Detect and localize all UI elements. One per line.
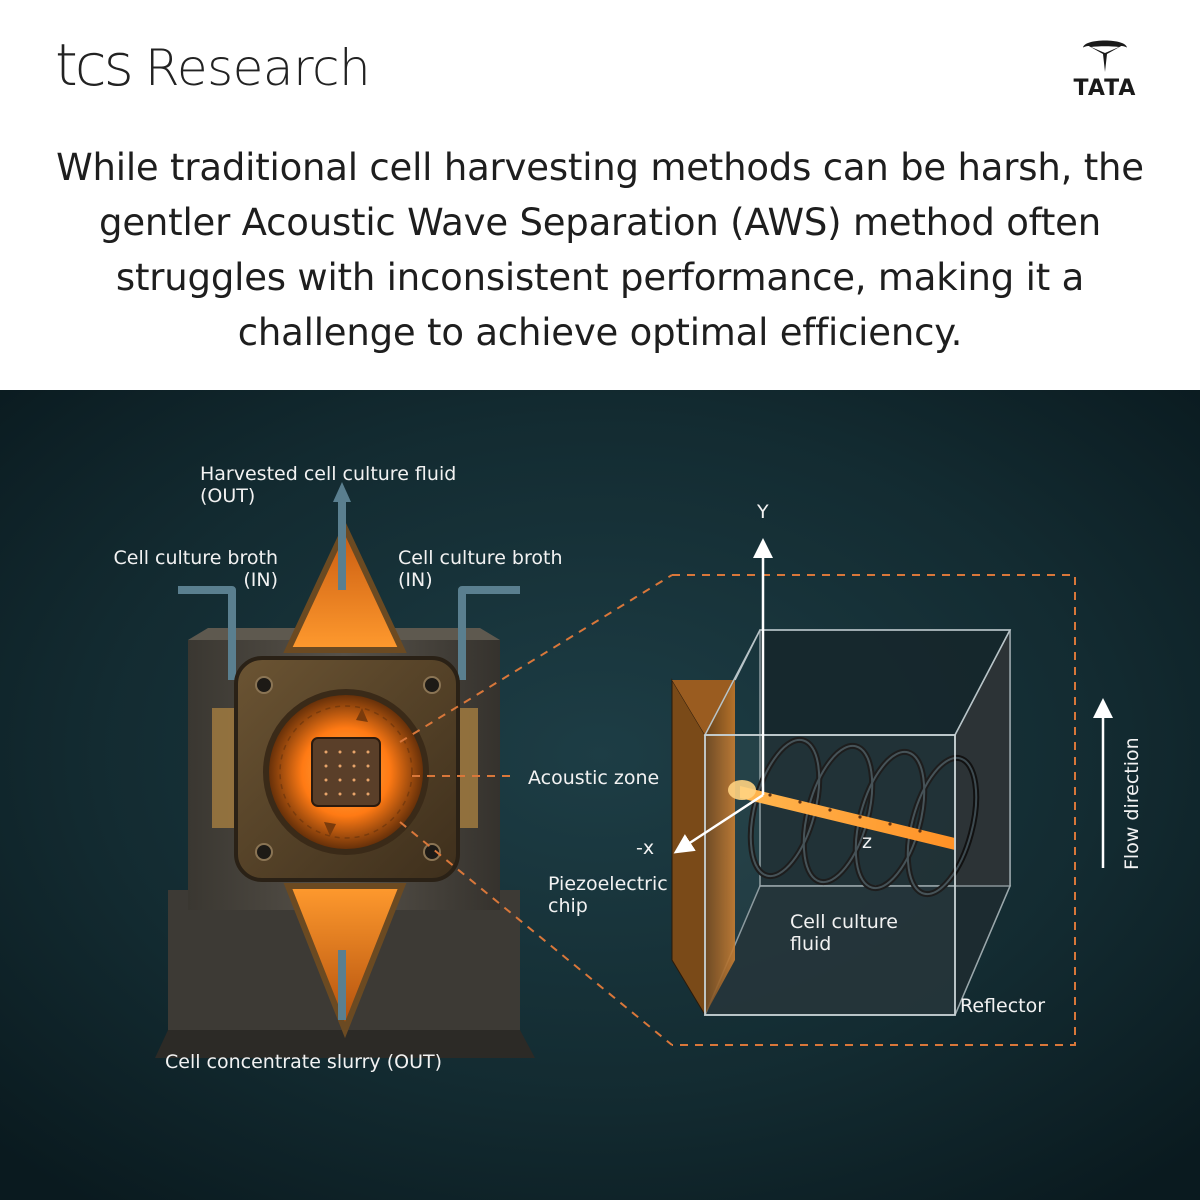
coordinate-axes xyxy=(673,538,773,854)
aws-device xyxy=(155,482,535,1058)
label-axis-x: -x xyxy=(636,837,654,859)
screw-top-right xyxy=(423,676,441,694)
header: tcs Research TATA While traditional cell… xyxy=(0,0,1200,390)
label-reflector: Reflector xyxy=(960,995,1045,1017)
inlet-tube-right xyxy=(458,586,520,680)
brand-word: Research xyxy=(144,39,371,97)
tata-emblem-icon xyxy=(1083,40,1127,72)
zoom-connectors xyxy=(399,574,1076,1046)
tata-wordmark: TATA xyxy=(1073,76,1137,101)
outlet-tube-top-arrow xyxy=(333,482,351,502)
tcs-research-logo: tcs Research xyxy=(55,31,371,99)
headline: While traditional cell harvesting method… xyxy=(56,146,1144,354)
piezo-chip-front xyxy=(311,737,381,807)
label-broth-left-line2: (IN) xyxy=(243,569,278,591)
zoom-box xyxy=(672,574,1076,1046)
label-slurry: Cell concentrate slurry (OUT) xyxy=(165,1051,442,1073)
label-broth-right-line2: (IN) xyxy=(398,569,433,591)
label-flow-direction: Flow direction xyxy=(1121,737,1143,870)
cube-front xyxy=(704,734,956,1016)
axis-x-arrow xyxy=(673,793,764,854)
tata-logo: TATA xyxy=(1060,34,1150,101)
label-acoustic-zone: Acoustic zone xyxy=(528,767,659,789)
inlet-tube-left xyxy=(178,586,236,680)
acoustic-beam xyxy=(740,786,955,850)
label-axis-y: Y xyxy=(756,501,769,523)
brand-mark: tcs xyxy=(55,31,134,99)
screw-bottom-left xyxy=(255,843,273,861)
screw-bottom-right xyxy=(423,843,441,861)
separation-cube xyxy=(671,629,1012,1017)
label-piezo-line1: Piezoelectric xyxy=(548,873,668,895)
label-broth-left-line1: Cell culture broth xyxy=(113,547,278,569)
label-axis-z: z xyxy=(862,831,872,853)
label-harvested-line2: (OUT) xyxy=(200,485,255,507)
label-fluid-line2: fluid xyxy=(790,933,831,955)
screw-top-left xyxy=(255,676,273,694)
aws-diagram: Harvested cell culture fluid (OUT) Cell … xyxy=(0,390,1200,1200)
label-broth-right-line1: Cell culture broth xyxy=(398,547,563,569)
label-piezo-line2: chip xyxy=(548,895,588,917)
diagram-background xyxy=(0,390,1200,1200)
piezo-chip-slab xyxy=(671,678,706,1017)
label-fluid-line1: Cell culture xyxy=(790,911,898,933)
label-harvested-line1: Harvested cell culture fluid xyxy=(200,463,456,485)
